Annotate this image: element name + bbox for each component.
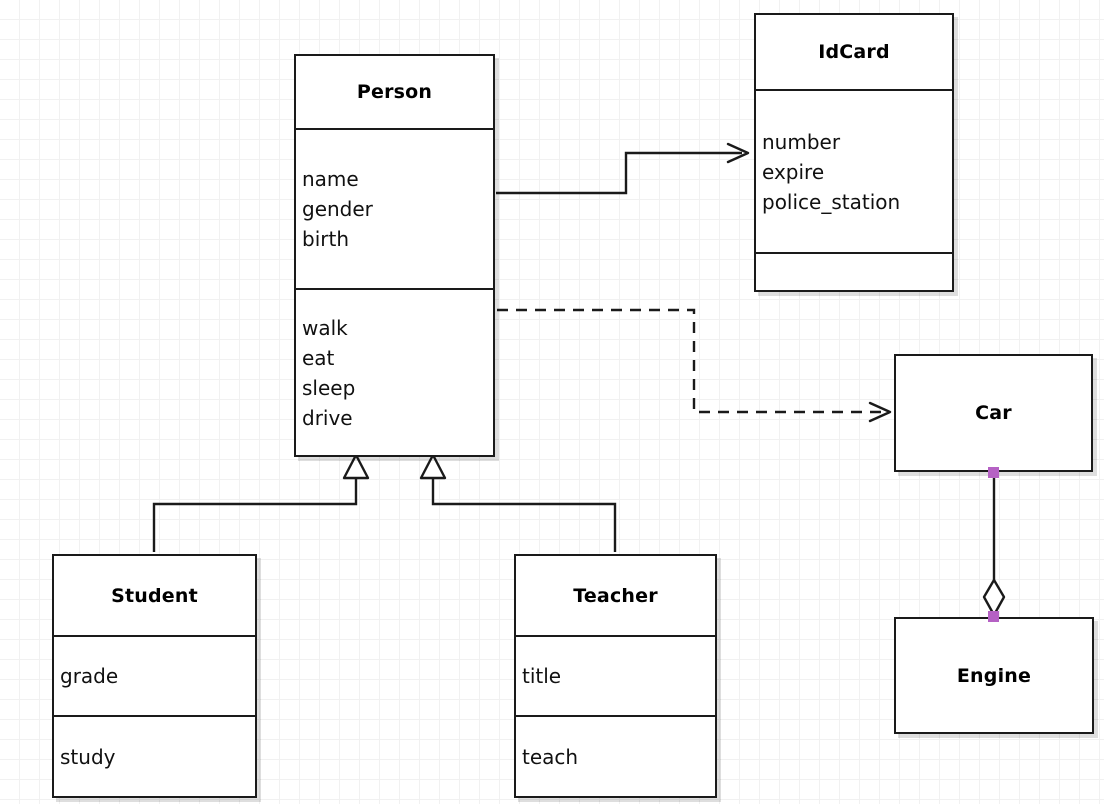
edge-student-person[interactable]: [152, 453, 370, 552]
class-title-idcard: IdCard: [818, 41, 890, 63]
attribute-item: number: [762, 129, 841, 154]
edge-person-idcard[interactable]: [496, 142, 750, 195]
open-arrowhead-icon: [868, 401, 892, 423]
class-attributes-person: name gender birth: [296, 128, 493, 288]
operation-item: sleep: [302, 375, 356, 400]
attribute-item: name: [302, 167, 359, 191]
operation-item: drive: [302, 405, 353, 430]
class-node-idcard[interactable]: IdCard number expire police_station: [754, 13, 954, 292]
edge-endpoint-handle-car[interactable]: [988, 467, 999, 478]
class-title-teacher: Teacher: [573, 584, 658, 607]
hollow-diamond-arrowhead-icon: [982, 578, 1006, 617]
class-node-car[interactable]: Car: [894, 354, 1093, 472]
attribute-item: title: [522, 664, 562, 688]
class-attributes-idcard: number expire police_station: [756, 89, 952, 252]
class-attributes-teacher: title: [516, 635, 715, 715]
edge-endpoint-handle-engine[interactable]: [988, 611, 999, 622]
operation-item: walk: [302, 315, 348, 340]
attribute-item: expire: [762, 159, 825, 184]
hollow-triangle-arrowhead-icon: [342, 453, 370, 480]
attribute-item: grade: [60, 664, 119, 688]
class-node-teacher[interactable]: Teacher title teach: [514, 554, 717, 798]
class-operations-student: study: [54, 715, 255, 796]
class-node-student[interactable]: Student grade study: [52, 554, 257, 798]
attribute-item: police_station: [762, 189, 901, 214]
open-arrowhead-icon: [726, 142, 750, 164]
class-node-person[interactable]: Person name gender birth walk eat sleep …: [294, 54, 495, 457]
class-node-engine[interactable]: Engine: [894, 617, 1094, 734]
class-operations-teacher: teach: [516, 715, 715, 796]
class-title-car: Car: [975, 402, 1012, 424]
attribute-item: birth: [302, 227, 349, 251]
class-title-engine: Engine: [956, 664, 1032, 687]
operation-item: teach: [522, 744, 579, 769]
class-attributes-student: grade: [54, 635, 255, 715]
operation-item: study: [60, 744, 116, 769]
edge-teacher-person[interactable]: [419, 453, 617, 552]
class-operations-idcard: [756, 252, 952, 290]
operation-item: eat: [302, 345, 335, 370]
edge-person-car[interactable]: [497, 308, 892, 423]
class-title-student: Student: [111, 584, 198, 607]
class-title-person: Person: [356, 81, 433, 103]
attribute-item: gender: [302, 197, 373, 221]
class-operations-person: walk eat sleep drive: [296, 288, 493, 455]
edge-car-engine[interactable]: [982, 473, 1006, 617]
hollow-triangle-arrowhead-icon: [419, 453, 447, 480]
